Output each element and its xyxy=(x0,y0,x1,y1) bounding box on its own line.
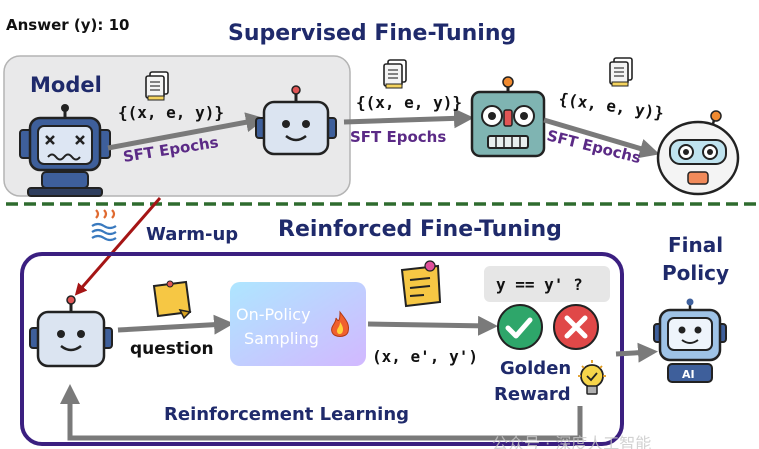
warmup-label: Warm-up xyxy=(146,224,238,245)
feedback-arrow xyxy=(60,384,583,441)
final-robot-icon: AI xyxy=(653,298,727,383)
sticky-note-icon xyxy=(400,260,442,308)
sft-triple-1: {(x, e, y)} xyxy=(118,103,224,122)
sample-triple-label: (x, e', y') xyxy=(372,347,478,366)
rl-label: Reinforcement Learning xyxy=(164,404,409,425)
docs-icon-1 xyxy=(145,71,169,101)
lightbulb-icon xyxy=(578,360,606,395)
warmup-arrow xyxy=(74,197,162,296)
golden-label: Golden xyxy=(500,358,571,379)
answer-label: Answer (y): 10 xyxy=(6,16,129,34)
sft-robot-2-icon xyxy=(255,85,337,156)
policy-robot-icon xyxy=(29,295,113,368)
sft-arrow-1 xyxy=(107,112,266,151)
check-condition: y == y' ? xyxy=(496,275,583,294)
sft-arrow-3 xyxy=(543,117,660,159)
check-box xyxy=(484,266,610,302)
note-icon xyxy=(152,280,192,320)
sft-robot-4-icon xyxy=(656,110,740,196)
final-label: Final xyxy=(668,233,723,257)
heat-icon xyxy=(91,209,117,242)
ai-badge: AI xyxy=(682,368,695,381)
cross-icon xyxy=(553,304,599,350)
sft-triple-2: {(x, e, y)} xyxy=(356,93,462,112)
final-policy-arrow xyxy=(615,342,658,363)
watermark: 公众号 · 深度人工智能 xyxy=(492,434,651,449)
on-policy-label: On-Policy xyxy=(236,305,311,324)
question-arrow xyxy=(117,314,234,335)
docs-icon-3 xyxy=(609,57,633,87)
on-policy-sampling-box xyxy=(230,282,366,366)
sft-arrow-2 xyxy=(343,108,474,129)
sft-title: Supervised Fine-Tuning xyxy=(228,21,516,46)
sampling-arrow xyxy=(367,315,498,336)
sft-triple-3: {(x, e, y)} xyxy=(557,89,665,123)
reward-label: Reward xyxy=(494,384,571,405)
question-label: question xyxy=(130,339,214,359)
sampling-label: Sampling xyxy=(244,329,319,348)
base-robot-icon xyxy=(19,104,111,197)
policy-label: Policy xyxy=(662,261,729,285)
fire-icon xyxy=(331,310,349,337)
check-icon xyxy=(497,304,543,350)
sft-epochs-2: SFT Epochs xyxy=(350,128,446,146)
sft-robot-3-icon xyxy=(470,76,546,158)
rl-box xyxy=(20,252,624,446)
docs-icon-2 xyxy=(383,59,407,89)
rft-title: Reinforced Fine-Tuning xyxy=(278,217,562,242)
model-label: Model xyxy=(30,73,102,97)
